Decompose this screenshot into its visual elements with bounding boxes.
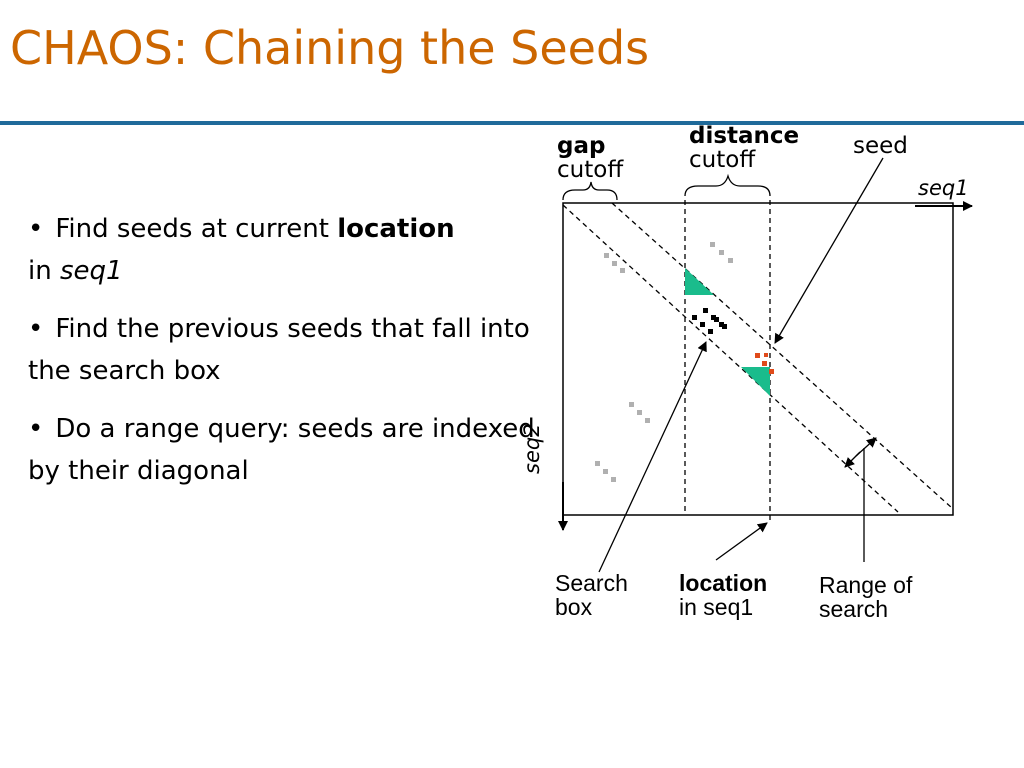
range-of-search-arrow-2 <box>855 437 877 457</box>
location-pointer-arrow <box>715 522 768 561</box>
prior-seed-group <box>703 308 724 327</box>
prior-seed-group <box>714 317 727 329</box>
range-label-line2: search <box>819 596 889 622</box>
bullet-1-text-after: in <box>28 256 60 286</box>
diagonal-band-upper <box>611 202 953 509</box>
range-label-line1: Range of <box>819 572 913 598</box>
gap-label-rest: cutoff <box>557 157 624 183</box>
location-label: location in seq1 <box>679 571 767 619</box>
far-seed-group <box>629 402 650 423</box>
slide-title: CHAOS: Chaining the Seeds <box>10 21 650 75</box>
bullet-dot: • <box>28 414 44 444</box>
search-box-label: Search box <box>555 571 628 619</box>
seed-label: seed <box>853 133 908 159</box>
seq2-label: seq2 <box>520 423 544 474</box>
location-label-rest: in seq1 <box>679 594 754 620</box>
gap-label-bold: gap <box>557 133 606 159</box>
search-box-label-line1: Search <box>555 570 628 596</box>
diagonal-band-lower <box>562 204 899 513</box>
seed-pointer-arrow <box>774 157 884 344</box>
prior-seed-group <box>692 315 713 334</box>
seed-triangle-lower <box>741 367 770 396</box>
distance-label-rest: cutoff <box>689 147 756 173</box>
distance-cutoff-label: distance cutoff <box>689 124 799 172</box>
search-box-pointer-arrow <box>598 341 707 573</box>
title-divider <box>0 121 1024 125</box>
bullet-3-text: Do a range query: seeds are indexed by t… <box>28 414 535 486</box>
bullet-item-2: •Find the previous seeds that fall into … <box>28 308 558 392</box>
dot-plot-box <box>562 202 954 516</box>
distance-label-bold: distance <box>689 123 800 149</box>
bullet-2-text: Find the previous seeds that fall into t… <box>28 314 530 386</box>
bullet-1-text: Find seeds at current <box>55 214 338 244</box>
far-seed-group <box>710 242 733 263</box>
gap-cutoff-brace <box>562 181 618 201</box>
gap-cutoff-label: gap cutoff <box>557 134 623 182</box>
seq1-label: seq1 <box>918 176 969 200</box>
search-box-label-line2: box <box>555 594 593 620</box>
current-seed <box>755 353 774 374</box>
bullet-item-1: • Find seeds at current location in seq1 <box>28 208 558 292</box>
bullet-1-bold: location <box>337 214 455 244</box>
far-seed-group <box>595 461 616 482</box>
bullet-dot: • <box>28 314 44 344</box>
seed-triangle-upper <box>685 268 714 295</box>
distance-cutoff-brace <box>684 173 771 197</box>
bullet-dot: • <box>28 214 44 244</box>
bullet-1-italic: seq1 <box>59 256 123 286</box>
location-label-bold: location <box>679 570 768 596</box>
bullet-list: •Find seeds at current location in seq1 … <box>28 208 558 508</box>
range-of-search-label: Range of search <box>819 573 912 621</box>
far-seed-group <box>604 253 625 273</box>
bullet-item-3: •Do a range query: seeds are indexed by … <box>28 408 558 492</box>
